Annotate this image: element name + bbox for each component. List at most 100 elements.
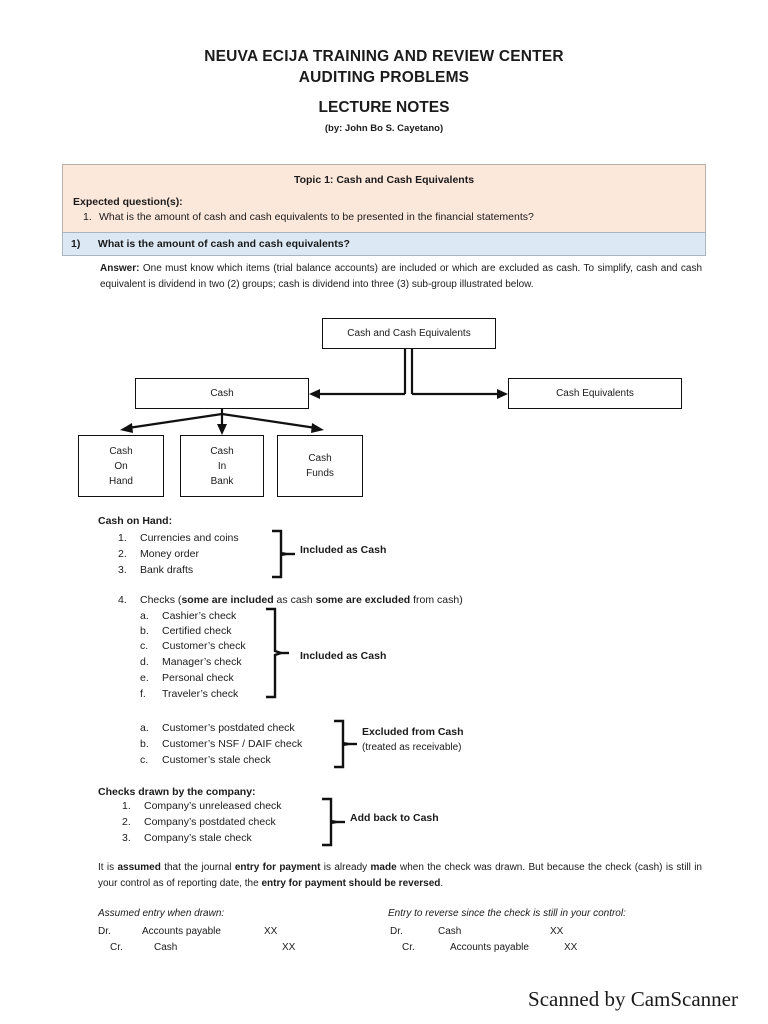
journal-amount: XX [564,942,578,953]
journal-side: Cr. [402,942,415,953]
list-item: 3.Bank drafts [118,564,193,576]
diagram-box-line: Hand [109,475,133,487]
organization-line-1: NEUVA ECIJA TRAINING AND REVIEW CENTER [204,48,564,65]
journal-account: Cash [154,942,178,953]
diagram-box-label: Cash [210,388,234,399]
checks-text-part: Checks ( [140,594,182,606]
journal-amount: XX [282,942,296,953]
journal-amount: XX [550,926,564,937]
list-item: c. Customer’s stale check [140,754,271,766]
diagram-box-cash-and-cash-equivalents: Cash and Cash Equivalents [322,318,496,349]
list-item: d.Manager’s check [140,656,242,668]
list-text: Company’s unreleased check [144,800,282,812]
list-text: Traveler’s check [162,688,239,700]
diagram-box-line: Bank [210,475,234,487]
list-text: Bank drafts [140,564,194,576]
list-item: 2.Company’s postdated check [122,816,276,828]
diagram-box-line: On [114,460,128,472]
list-item: a.Customer’s postdated check [140,722,295,734]
brace-checks-excluded [334,719,357,769]
list-text: Money order [140,548,199,560]
diagram-box-label: Cash and Cash Equivalents [347,328,471,339]
diagram-box-line: Funds [306,468,334,479]
list-item: b.Customer’s NSF / DAIF check [140,738,302,750]
list-item: 2. Money order [118,548,199,560]
list-marker: 2. [118,548,127,560]
question-number: 1) [71,238,81,250]
camscanner-watermark: Scanned by CamScanner [528,987,738,1011]
list-text: Customer’s postdated check [162,722,295,734]
diagram-connectors [120,349,508,435]
list-item: a. Cashier’s check [140,610,236,622]
journal-amount: XX [264,926,278,937]
list-item: c.Customer’s check [140,640,246,652]
journal-left-title: Assumed entry when drawn: [98,908,225,919]
topic-banner: Topic 1: Cash and Cash Equivalents Expec… [62,164,706,234]
diagram-box-cash: Cash [135,378,309,409]
list-item: 1. Currencies and coins [118,532,239,544]
diagram-box-cash-funds: Cash Funds [277,435,363,497]
tag-add-back-to-cash: Add back to Cash [350,812,439,824]
list-text: Cashier’s check [162,610,237,622]
list-item: f.Traveler’s check [140,688,238,700]
tag-excluded-from-cash-note: (treated as receivable) [362,742,462,753]
checks-text-part: some are included [181,594,274,606]
list-text: Company’s stale check [144,832,252,844]
list-text: Certified check [162,625,232,637]
list-text: Manager’s check [162,656,242,668]
tag-included-as-cash: Included as Cash [300,544,387,556]
list-item: b.Certified check [140,625,231,637]
list-item: e. Personal check [140,672,234,684]
expected-question-text: What is the amount of cash and cash equi… [99,211,534,223]
list-item: 1.Company’s unreleased check [122,800,282,812]
tag-excluded-from-cash: Excluded from Cash [362,726,464,738]
diagram-box-label: Cash Equivalents [556,388,634,399]
assumed-part: . [440,878,444,889]
list-marker: c. [140,754,149,766]
cash-on-hand-heading: Cash on Hand: [98,515,173,527]
list-marker: a. [140,610,149,622]
journal-left-row: Cr. Cash XX [110,942,295,953]
question-text: What is the amount of cash and cash equi… [97,238,350,250]
list-text: Company’s postdated check [144,816,276,828]
list-item-checks: 4.Checks (some are included as cash some… [118,594,463,606]
diagram-box-line: Cash [210,445,234,457]
organization-line-2: AUDITING PROBLEMS [298,69,470,86]
answer-paragraph: Answer: One must know which items (trial… [100,261,702,292]
journal-account: Cash [438,926,462,937]
journal-side: Cr. [110,942,123,953]
question-bar: 1) What is the amount of cash and cash e… [62,232,706,256]
topic-title: Topic 1: Cash and Cash Equivalents [293,174,475,186]
assumed-part: when the check was drawn. But because th… [98,862,702,889]
assumed-part: assumed [117,862,161,873]
list-marker: e. [140,672,149,684]
list-marker: 1. [118,532,127,544]
cash-classification-diagram: Cash and Cash Equivalents Cash Cash Equi… [0,310,768,510]
assumed-part: It is [98,862,118,873]
assumed-part: is already [320,862,371,873]
list-marker: b. [140,738,149,750]
answer-text: One must know which items (trial balance… [100,263,703,290]
list-text: Currencies and coins [140,532,239,544]
journal-right-title: Entry to reverse since the check is stil… [388,908,626,919]
expected-question-item: 1. What is the amount of cash and cash e… [73,211,695,223]
diagram-box-cash-equivalents: Cash Equivalents [508,378,682,409]
list-marker: 3. [122,832,131,844]
diagram-box-line: Cash [109,445,133,457]
assumed-part: that the journal [160,862,235,873]
author-byline: (by: John Bo S. Cayetano) [324,123,444,134]
journal-right-row: Cr. Accounts payable XX [402,942,577,953]
list-text: Customer’s stale check [162,754,271,766]
journal-account: Accounts payable [450,942,529,953]
expected-questions-label: Expected question(s): [73,196,183,208]
assumed-paragraph: It is assumed that the journal entry for… [98,860,702,892]
list-text: Personal check [162,672,234,684]
diagram-box-line: In [217,460,227,472]
brace-cash-on-hand [272,529,295,579]
diagram-box-cash-in-bank: Cash In Bank [180,435,264,497]
list-marker: 4. [118,594,127,606]
checks-drawn-heading: Checks drawn by the company: [98,786,256,798]
